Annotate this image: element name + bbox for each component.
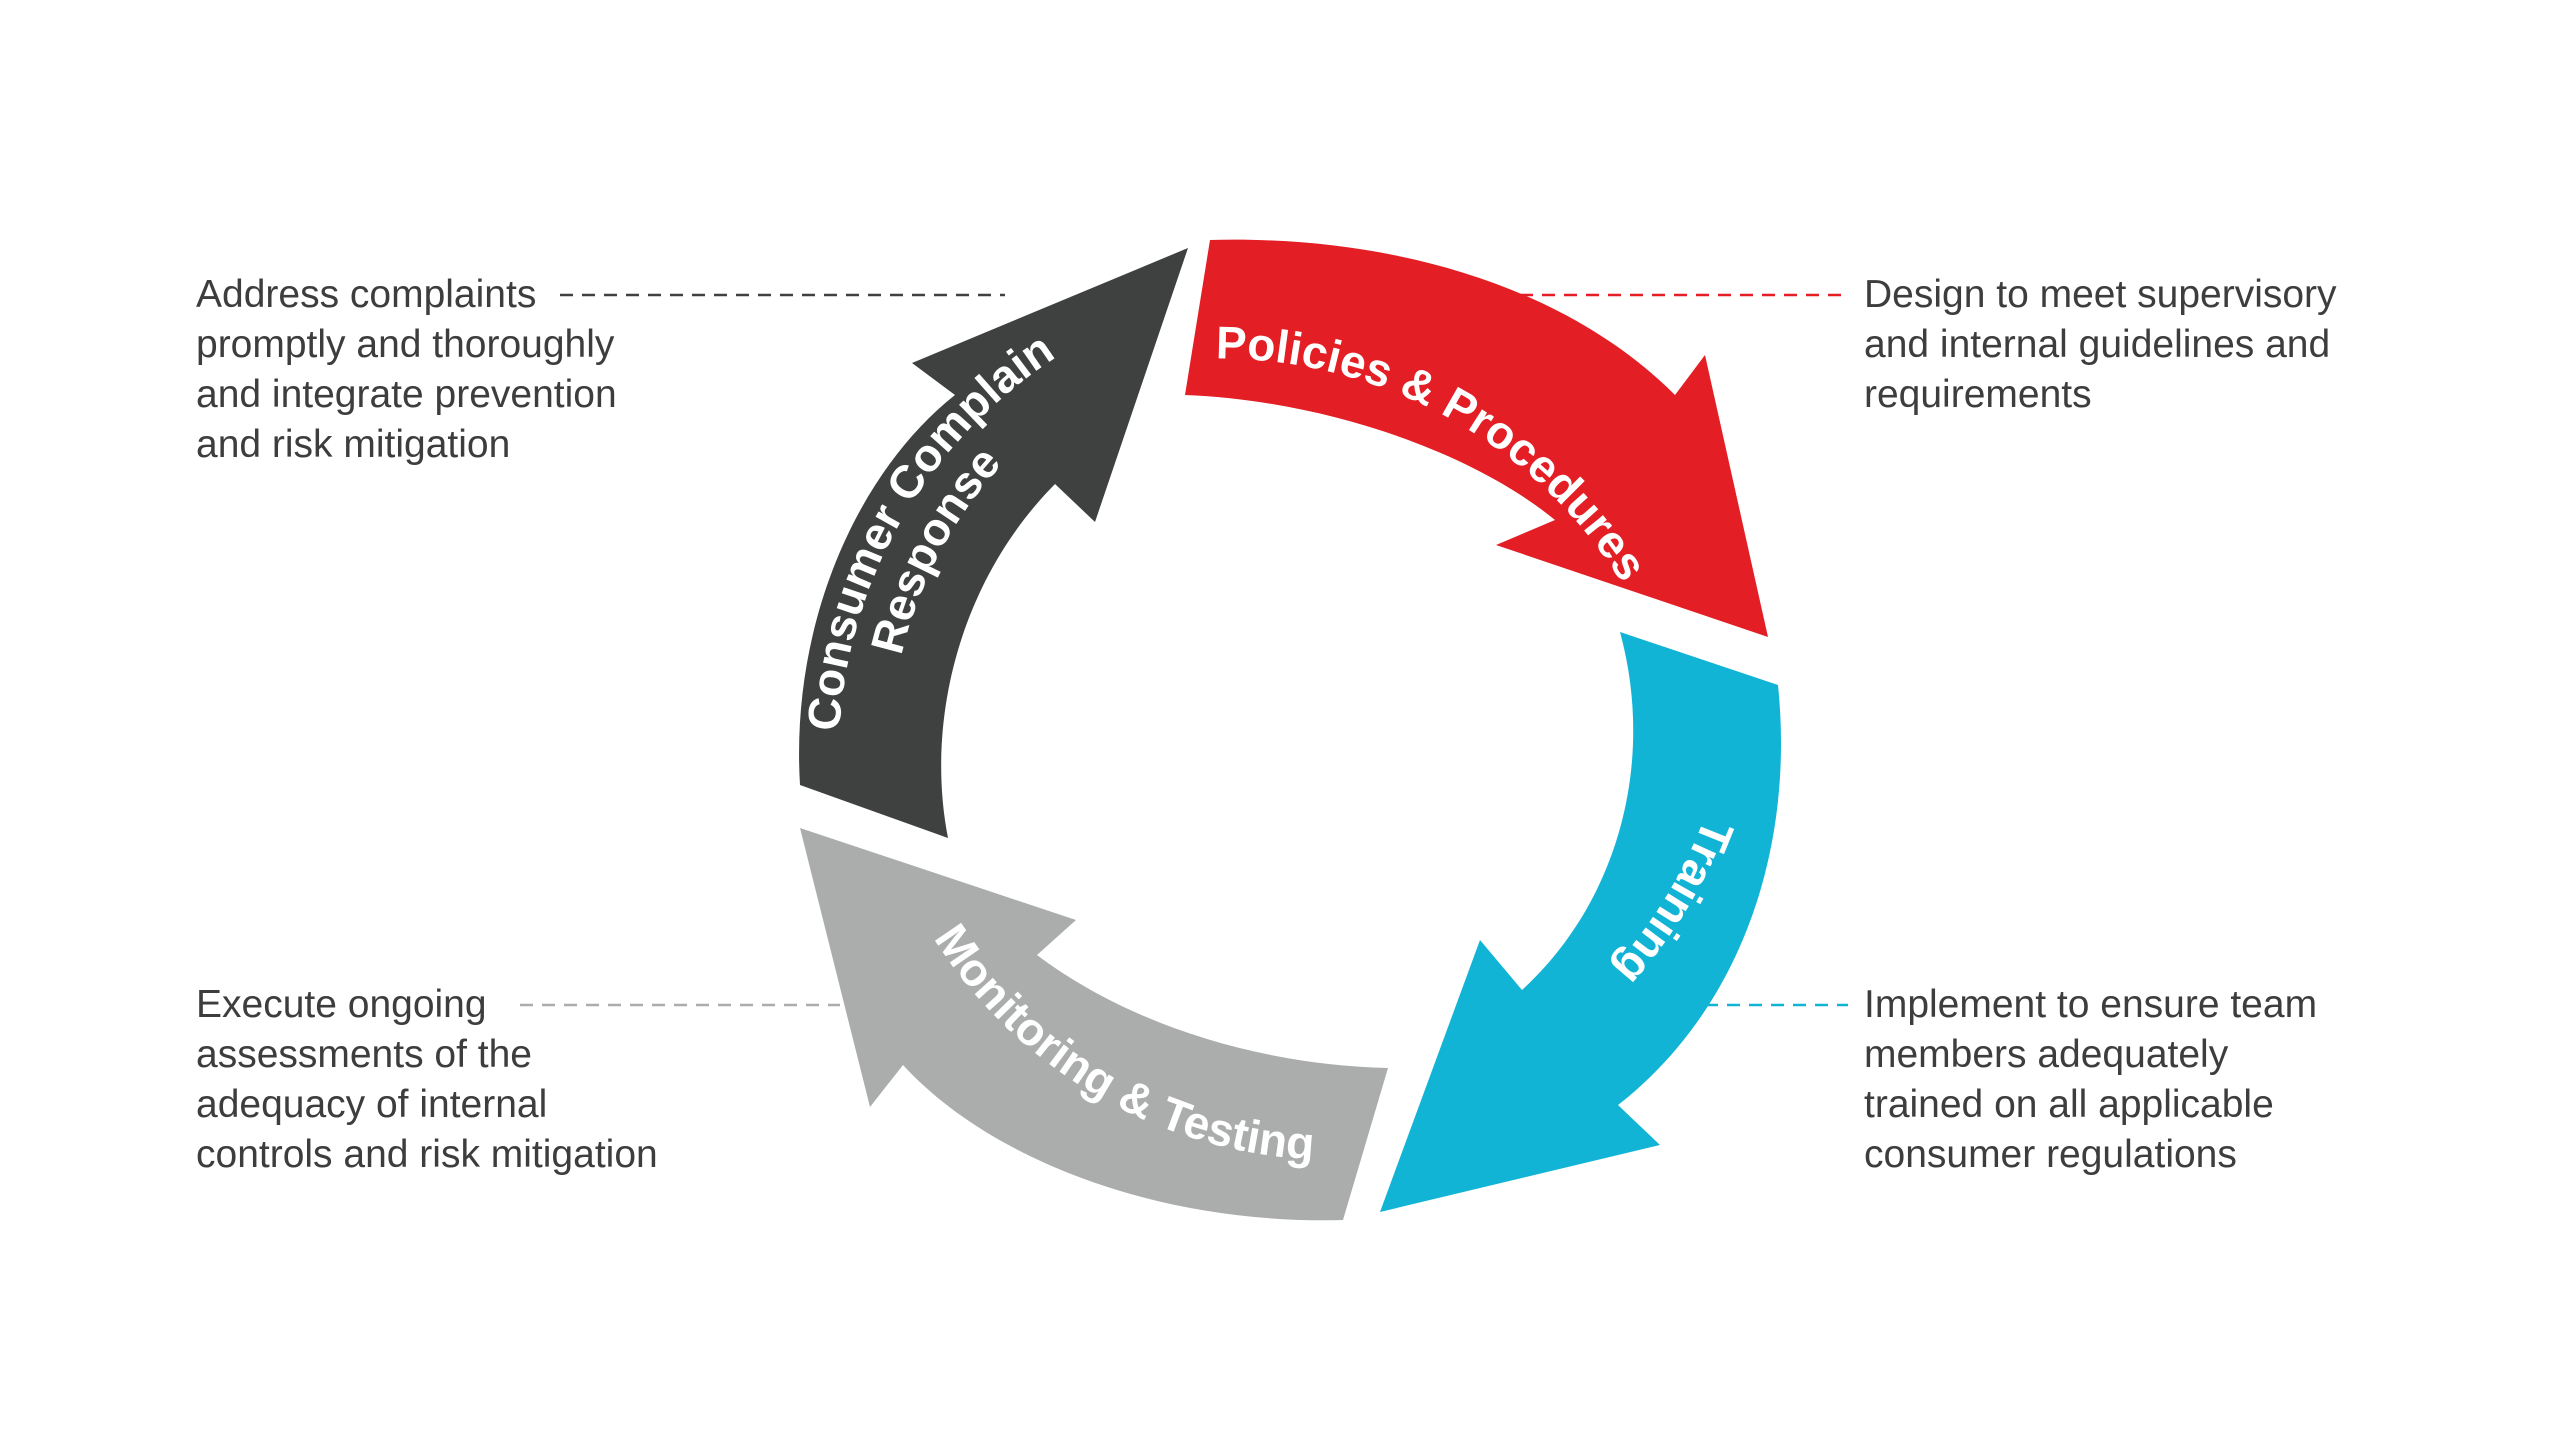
policies-description-line: and internal guidelines and (1864, 323, 2331, 366)
training-description-line: Implement to ensure team (1864, 983, 2318, 1026)
policies-description-line: Design to meet supervisory (1864, 273, 2337, 316)
complaint-description-line: promptly and thoroughly (196, 323, 615, 366)
complaint-description-line: and integrate prevention (196, 373, 617, 416)
monitoring-description-line: Execute ongoing (196, 983, 487, 1026)
monitoring-arrow (800, 828, 1388, 1221)
complaint-description-line: and risk mitigation (196, 423, 511, 466)
training-description-line: trained on all applicable (1864, 1083, 2274, 1126)
complaint-description-line: Address complaints (196, 273, 537, 316)
monitoring-description: Execute ongoing assessments of the adequ… (196, 980, 658, 1180)
training-arrow (1380, 632, 1782, 1212)
monitoring-description-line: assessments of the (196, 1033, 532, 1076)
policies-description: Design to meet supervisory and internal … (1864, 270, 2337, 420)
monitoring-description-line: controls and risk mitigation (196, 1133, 658, 1176)
complaint-arrow (799, 248, 1188, 838)
training-description-line: consumer regulations (1864, 1133, 2237, 1176)
policies-arrow (1185, 239, 1768, 637)
complaint-description: Address complaints promptly and thorough… (196, 270, 617, 470)
monitoring-description-line: adequacy of internal (196, 1083, 548, 1126)
policies-description-line: requirements (1864, 373, 2092, 416)
training-description: Implement to ensure team members adequat… (1864, 980, 2317, 1180)
training-description-line: members adequately (1864, 1033, 2229, 1076)
